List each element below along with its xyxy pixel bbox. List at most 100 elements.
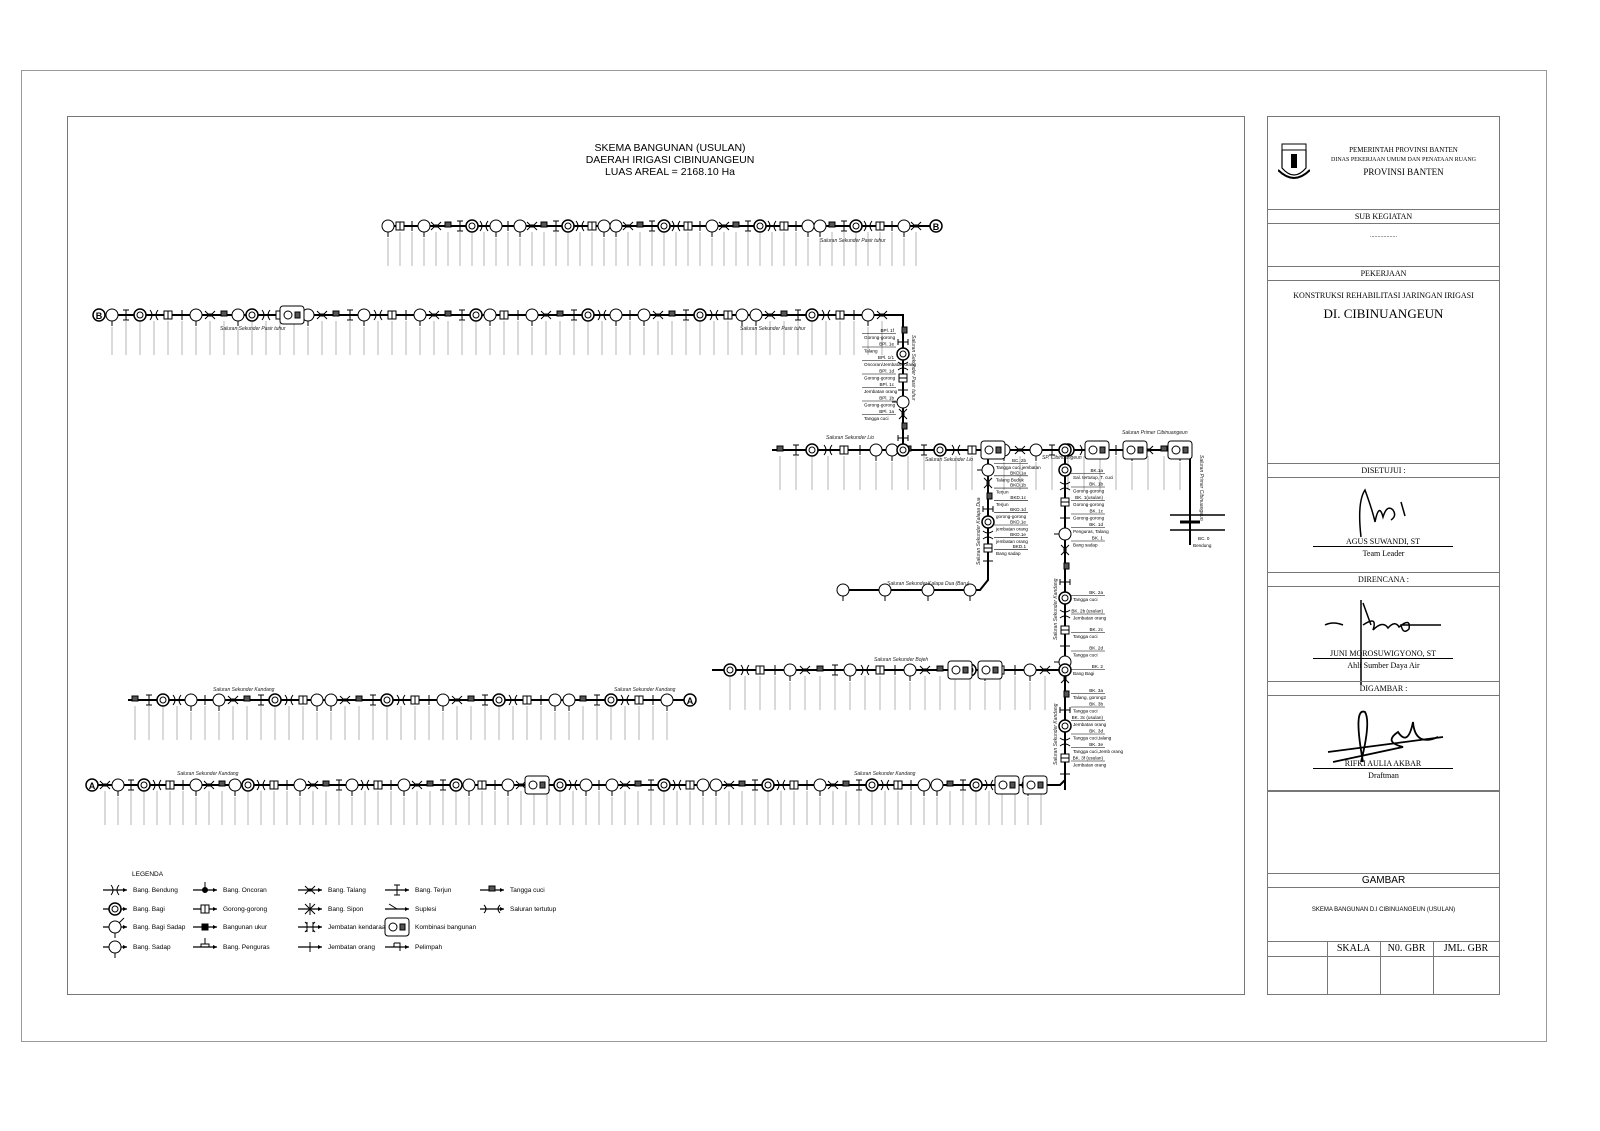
legend-label: Suplesi — [415, 906, 436, 913]
sadap-icon — [548, 693, 562, 711]
bk-desc: Jembatan orang — [1073, 763, 1107, 768]
bkd-code: BC. 2b — [1012, 458, 1026, 463]
channel-label: Saluran Sekunder Pasir tuhur — [820, 238, 886, 244]
gorong-icon — [875, 221, 885, 231]
terjun-icon — [459, 309, 465, 321]
bendung-icon — [284, 694, 294, 706]
gorong-icon — [723, 310, 733, 320]
gorong-icon — [893, 780, 903, 790]
legend-item: Gorong-gorong — [193, 904, 267, 914]
bendung-icon — [152, 779, 162, 791]
bagi-icon — [865, 778, 879, 792]
sadap-icon — [111, 778, 125, 796]
sadap-icon — [861, 308, 875, 326]
sadap-icon — [462, 778, 476, 796]
bpl-desc: Gorong-gorong — [864, 376, 896, 381]
bendung-icon — [373, 309, 383, 321]
sadap-icon — [579, 778, 593, 796]
tangga-cuci-icon — [1160, 445, 1168, 452]
bagi-icon — [693, 308, 707, 322]
channel-label: Saluran Sekunder Kandang — [177, 771, 239, 777]
bendung-icon — [597, 309, 607, 321]
bendung-icon — [172, 694, 182, 706]
legend-item: Tangga cuci — [480, 885, 545, 894]
bpl-code: BPl. 1a — [879, 409, 894, 414]
kombinasi-icon — [1122, 440, 1148, 460]
bk-code: BK. 3e — [1089, 742, 1103, 747]
gorong-icon — [839, 445, 849, 455]
bendung-icon — [110, 884, 120, 896]
gorong-icon — [387, 310, 397, 320]
bagi-icon — [561, 219, 575, 233]
channel-label: Saluran Sekunder Kandang — [1053, 703, 1059, 765]
tangga-cuci-icon — [842, 780, 850, 787]
sadap-icon — [293, 778, 307, 796]
connector-b-mid: B — [92, 308, 106, 322]
sadap-icon — [189, 308, 203, 326]
bagi-icon — [108, 902, 122, 916]
bk-code: BK. 2d — [1089, 646, 1103, 651]
sadap-icon — [963, 583, 977, 601]
legend-item: Suplesi — [385, 903, 436, 913]
sadap-icon — [705, 219, 719, 237]
legend-label: Kombinasi bangunan — [415, 924, 476, 931]
gorong-icon — [200, 904, 210, 914]
terjun-icon — [1059, 707, 1071, 713]
direncana-name: JUNI MOROSUWIGYONO, ST — [1313, 649, 1453, 659]
sadap-icon — [489, 219, 503, 237]
kombinasi-icon — [384, 917, 410, 937]
sadap-icon — [917, 778, 931, 796]
bendung-icon — [860, 664, 870, 676]
sadap-icon — [397, 778, 411, 796]
sadap-icon — [836, 583, 850, 601]
legend-label: Bang. Terjun — [415, 887, 452, 894]
talang-icon — [316, 310, 328, 320]
drawing-frame — [67, 116, 1245, 995]
bpl-code: BPl. 1/1 — [878, 355, 895, 360]
sadap-icon — [609, 308, 623, 326]
bendung-icon — [767, 220, 777, 232]
sadap-icon — [105, 308, 119, 326]
bendung-icon — [709, 309, 719, 321]
talang-icon — [411, 780, 423, 790]
talang-icon — [339, 695, 351, 705]
legend-item: Bang. Bendung — [103, 884, 178, 896]
legend-item: Bang. Sadap — [103, 940, 171, 958]
terjun-icon — [123, 309, 129, 321]
tangga-cuci-icon — [634, 780, 642, 787]
pekerjaan-line-2: DI. CIBINUANGEUN — [1323, 306, 1444, 321]
connector-b-top: B — [929, 219, 943, 233]
bendung-icon — [951, 444, 961, 456]
gorong-icon — [779, 221, 789, 231]
legend-label: Bang. Talang — [328, 887, 366, 894]
channel-label: Saluran Sekunder Kandang — [614, 687, 676, 693]
sadap-icon — [562, 693, 576, 711]
bagi-icon — [492, 693, 506, 707]
bpl-code: BPl. 1c — [879, 382, 894, 387]
bendung-icon — [863, 220, 873, 232]
tangga-cuci-icon — [1063, 562, 1070, 570]
sadap-icon — [1029, 443, 1043, 461]
gorong-icon — [835, 310, 845, 320]
bagi-icon — [156, 693, 170, 707]
sadap-icon — [184, 693, 198, 711]
talang-icon — [1039, 665, 1051, 675]
legend-label: Bang. Bagi Sadap — [133, 924, 186, 931]
sadap-icon — [813, 219, 827, 237]
channel-kalapa-dua — [843, 450, 989, 591]
bagi-icon — [981, 515, 995, 529]
bendung-icon — [396, 694, 406, 706]
channel-label: Saluran Sekunder Lio — [925, 457, 973, 463]
bkd-code: BKD.1e — [1010, 520, 1026, 525]
drawing-title-2: DAERAH IRIGASI CIBINUANGEUN — [585, 154, 755, 166]
gambar-label: GAMBAR — [1268, 873, 1499, 888]
bagi-icon — [657, 219, 671, 233]
bk-code: BK. 3d — [1089, 729, 1103, 734]
channel-label: Saluran Primer Cibinuangeun — [1122, 430, 1188, 436]
drawing-title-1: SKEMA BANGUNAN (USULAN) — [594, 142, 746, 154]
legend-label: Pelimpah — [415, 944, 442, 951]
bendung-icon — [1170, 514, 1225, 531]
bagi-icon — [805, 308, 819, 322]
terjun-icon — [571, 309, 577, 321]
legend-item: Bang. Terjun — [385, 884, 452, 896]
